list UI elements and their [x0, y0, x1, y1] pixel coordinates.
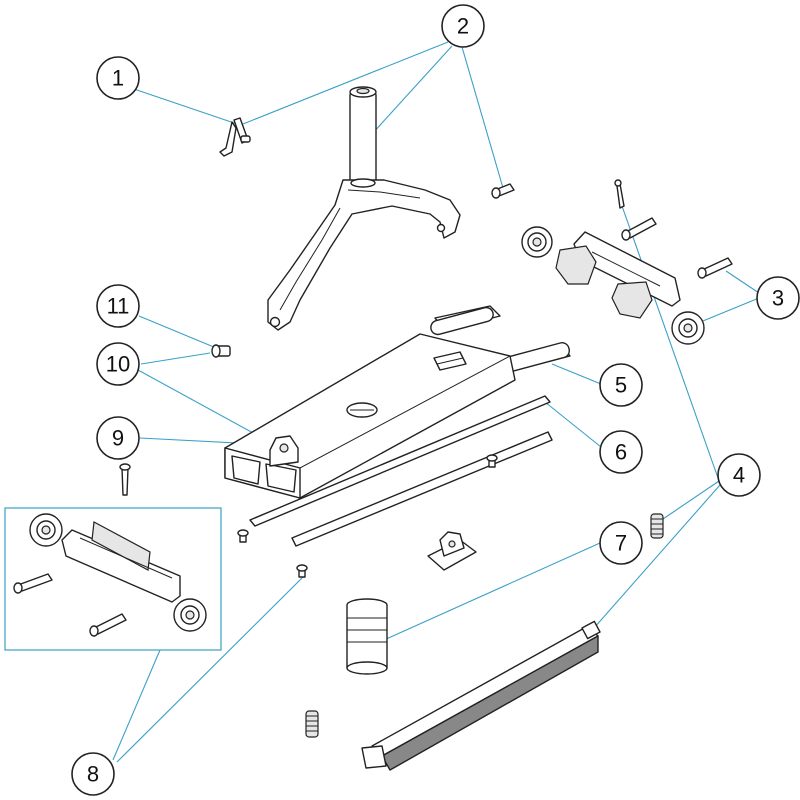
callout-1: 1: [96, 56, 140, 100]
callout-7: 7: [599, 521, 643, 565]
part-rails: [249, 395, 553, 547]
part-wheel-assembly-right: [521, 179, 733, 345]
part-cap: [211, 344, 231, 358]
leader-3a: [725, 270, 760, 294]
leader-11: [138, 315, 222, 351]
leader-8a: [112, 649, 161, 761]
leader-7: [383, 542, 601, 641]
callout-label-9: 9: [112, 426, 124, 451]
callout-label-7: 7: [615, 531, 627, 556]
callout-label-11: 11: [107, 294, 130, 319]
callout-label-8: 8: [87, 762, 99, 787]
callout-label-5: 5: [615, 373, 627, 398]
callout-label-1: 1: [112, 66, 124, 91]
leader-lines: [112, 41, 760, 763]
callout-3: 3: [756, 276, 800, 320]
leader-2a: [242, 41, 449, 125]
leader-1: [130, 87, 241, 126]
leader-3b: [697, 297, 760, 324]
callout-6: 6: [599, 430, 643, 474]
part-brush: [361, 620, 601, 771]
callout-8: 8: [71, 752, 115, 796]
callout-9: 9: [96, 416, 140, 460]
callout-label-10: 10: [106, 352, 130, 377]
leader-6: [539, 397, 602, 448]
part-swivel-mount: [427, 531, 477, 571]
part-bracket: [269, 435, 299, 467]
leader-2b: [371, 45, 453, 135]
callout-label-6: 6: [615, 440, 627, 465]
callout-label-3: 3: [772, 286, 784, 311]
part-pin-small: [491, 183, 515, 199]
callout-10: 10: [96, 342, 140, 386]
callout-4: 4: [717, 453, 761, 497]
part-handle-yoke: [267, 86, 461, 331]
leader-4a: [621, 205, 719, 479]
inset-wheel-assembly: [4, 507, 222, 651]
part-main-body: [224, 305, 571, 499]
leader-2c: [461, 46, 504, 189]
callout-label-4: 4: [733, 463, 745, 488]
part-springs: [305, 513, 664, 738]
part-screws: [119, 454, 498, 578]
leader-5: [551, 363, 602, 385]
part-clip: [219, 117, 251, 157]
part-bumper: [346, 598, 388, 675]
leader-4c: [593, 484, 721, 629]
leader-10a: [140, 352, 211, 365]
callout-5: 5: [599, 363, 643, 407]
callout-2: 2: [441, 4, 485, 48]
callout-11: 11: [96, 284, 140, 328]
leader-8b: [116, 576, 304, 763]
callout-label-2: 2: [457, 14, 469, 39]
leader-4b: [662, 480, 720, 520]
